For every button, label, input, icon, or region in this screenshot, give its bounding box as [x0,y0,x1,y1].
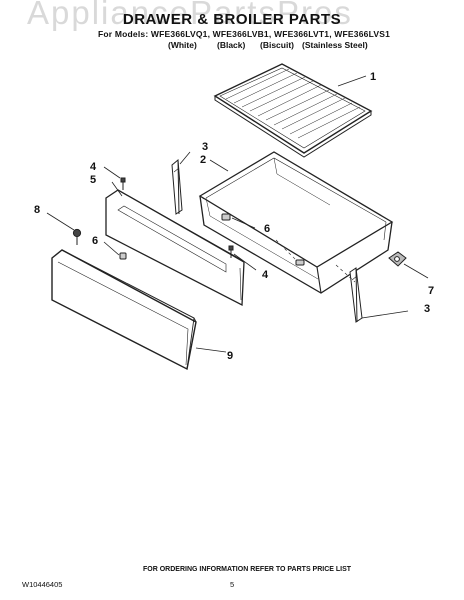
stop-clip [388,251,407,267]
leader-7 [403,263,429,279]
color-label-stainless: (Stainless Steel) [302,40,368,50]
leader-6a [231,217,256,229]
guide-line-2 [275,239,297,261]
callout-5: 5 [90,174,96,186]
color-label-black: (Black) [217,40,246,50]
screw-lower [228,245,234,258]
callout-8: 8 [34,204,40,216]
color-label-biscuit: (Biscuit) [260,40,294,50]
callout-1: 1 [370,71,376,83]
leader-3a [179,151,191,165]
leader-1 [337,75,367,87]
callout-9: 9 [227,350,233,362]
broiler-rack [213,63,373,158]
clip-right [295,259,305,266]
ordering-note: FOR ORDERING INFORMATION REFER TO PARTS … [143,566,352,573]
screw-upper [120,177,126,190]
color-label-white: (White) [168,40,197,50]
drawer-front-inner [105,189,245,307]
clip-lower [119,252,127,260]
models-line: For Models: WFE366LVQ1, WFE366LVB1, WFE3… [98,29,391,39]
leader-6b [103,241,120,256]
page-number: 5 [230,580,235,589]
slide-bracket-upper [171,158,183,215]
leader-3b [361,310,409,319]
callout-4-lower: 4 [262,269,269,281]
drawer-front-panel [51,249,197,371]
callout-3-lower: 3 [424,303,430,315]
leader-2 [209,159,229,172]
leader-4a [103,166,121,179]
diagram-heading: DRAWER & BROILER PARTS [122,11,342,28]
leader-8 [46,212,75,231]
callout-2: 2 [200,154,206,166]
drawer-body [198,151,394,294]
document-number: W10446405 [22,580,63,589]
callout-3-upper: 3 [202,141,208,153]
callout-6-right: 6 [264,223,270,235]
leader-5 [111,181,123,197]
callout-4-upper: 4 [90,161,97,173]
slide-bracket-lower [349,267,363,323]
callout-7: 7 [428,285,434,297]
guide-line [335,264,356,283]
leader-9 [195,347,227,353]
clip-upper [221,213,231,221]
leader-4b [233,253,257,271]
callout-6-left: 6 [92,235,98,247]
screw-8 [72,228,82,245]
